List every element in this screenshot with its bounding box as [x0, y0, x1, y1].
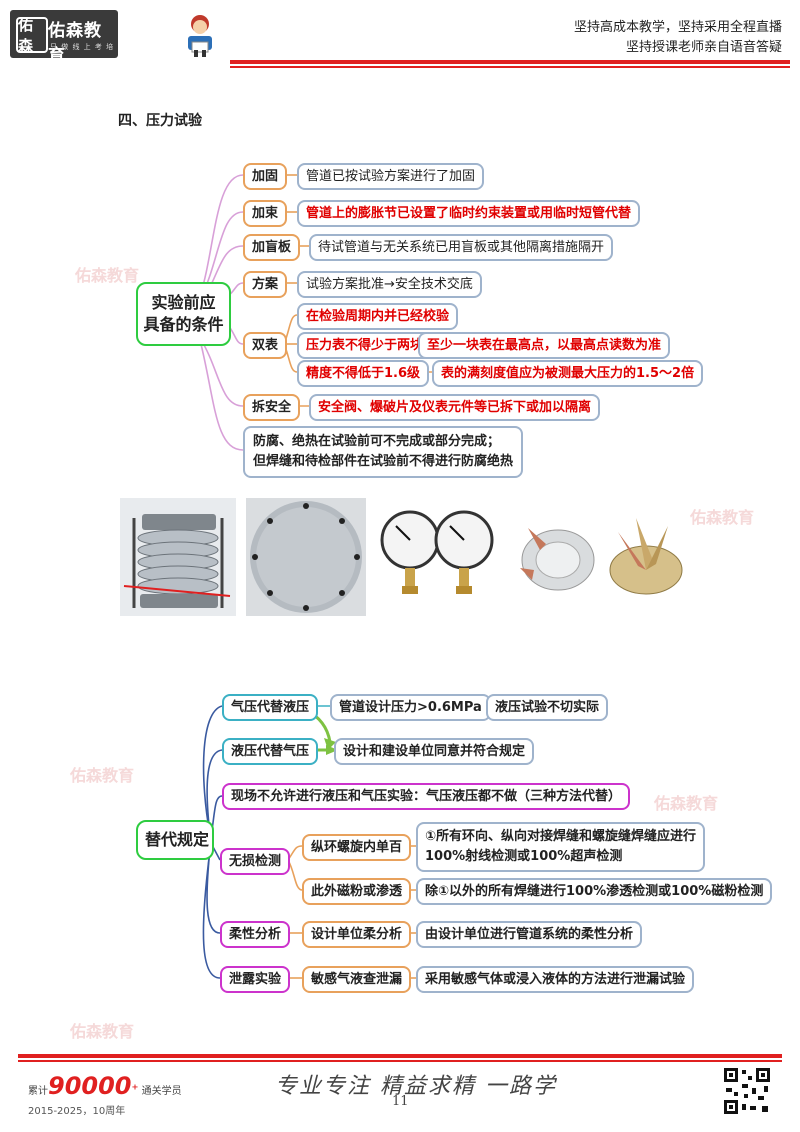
slogan-line-2: 坚持授课老师亲自语音答疑 — [625, 40, 782, 55]
branch-item-detail: ①所有环向、纵向对接焊缝和螺旋缝焊缝应进行 100%射线检测或100%超声检测 — [416, 822, 706, 872]
page-number: 11 — [392, 1094, 409, 1109]
branch-item-detail: 至少一块表在最高点，以最高点读数为准 — [418, 332, 671, 359]
branch-detail: 试验方案批准→安全技术交底 — [297, 271, 482, 298]
branch-shared-condition: 设计和建设单位同意并符合规定 — [334, 738, 535, 765]
logo: 佑森 佑森教育 只 做 线 上 考 培 — [10, 10, 118, 66]
branch-item: 设计单位柔分析 — [302, 921, 412, 948]
branch-detail: 待试管道与无关系统已用盲板或其他隔离措施隔开 — [309, 234, 614, 261]
watermark: 佑森教育 — [690, 508, 755, 527]
learners-number: 90000 — [48, 1072, 132, 1100]
component-photos — [120, 498, 685, 616]
branch-detail: 安全阀、爆破片及仪表元件等已拆下或加以隔离 — [309, 394, 601, 421]
section-title: 四、压力试验 — [118, 113, 202, 129]
branch-label: 双表 — [243, 332, 288, 359]
handwritten-motto: 专业专注 精益求精 一路学 — [275, 1074, 557, 1099]
page-header: 佑森 佑森教育 只 做 线 上 考 培 坚持高成本教学，坚持采用全程直播 坚持授… — [0, 0, 800, 72]
blind-plate-photo — [246, 498, 366, 616]
branch-condition: 管道设计压力>0.6MPa — [330, 694, 491, 721]
branch-label: 方案 — [243, 271, 288, 298]
branch-label: 加盲板 — [243, 234, 301, 261]
rupture-disc-photo — [606, 498, 685, 616]
anniversary-text: 2015-2025，10周年 — [28, 1106, 126, 1117]
logo-subtitle: 只 做 线 上 考 培 — [50, 43, 115, 51]
pressure-gauge-photo — [378, 498, 496, 616]
watermark: 佑森教育 — [654, 794, 719, 813]
mindmap-root-alternatives: 替代规定 — [136, 820, 214, 860]
header-divider — [230, 60, 790, 64]
footer-divider-thin — [18, 1060, 782, 1062]
branch-detail: 管道上的膨胀节已设置了临时约束装置或用临时短管代替 — [297, 200, 641, 227]
branch-item: 在检验周期内并已经校验 — [297, 303, 459, 330]
branch-label: 拆安全 — [243, 394, 301, 421]
branch-label: 气压代替液压 — [222, 694, 319, 721]
logo-seal: 佑森 — [16, 16, 48, 55]
detail-line-2: 但焊缝和待检部件在试验前不得进行防腐绝热 — [253, 454, 514, 469]
branch-item: 压力表不得少于两块 — [297, 332, 433, 359]
watermark: 佑森教育 — [70, 1022, 135, 1041]
root-line-1: 实验前应 — [151, 293, 216, 312]
branch-detail-anticorrosion: 防腐、绝热在试验前可不完成或部分完成； 但焊缝和待检部件在试验前不得进行防腐绝热 — [243, 426, 524, 478]
branch-label: 加固 — [243, 163, 288, 190]
branch-item-detail: 表的满刻度值应为被测最大压力的1.5～2倍 — [432, 360, 704, 387]
branch-detail: 管道已按试验方案进行了加固 — [297, 163, 485, 190]
detail-line-2: 100%射线检测或100%超声检测 — [425, 849, 623, 864]
header-divider-thin — [230, 66, 790, 68]
branch-item: 敏感气液查泄漏 — [302, 966, 412, 993]
branch-label: 加束 — [243, 200, 288, 227]
qr-code-icon — [722, 1066, 772, 1116]
branch-item: 精度不得低于1.6级 — [297, 360, 430, 387]
expansion-joint-photo — [120, 498, 236, 616]
branch-item: 此外磁粉或渗透 — [302, 878, 412, 905]
logo-name: 佑森教育 — [48, 21, 102, 66]
mindmap-root-conditions: 实验前应 具备的条件 — [136, 282, 231, 346]
safety-valve-photo — [510, 498, 600, 616]
branch-onsite-restriction: 现场不允许进行液压和气压实验：气压液压都不做（三种方法代替） — [222, 783, 631, 810]
learners-prefix: 累计 — [28, 1086, 48, 1097]
learners-suffix: 通关学员 — [141, 1086, 182, 1097]
branch-label: 液压代替气压 — [222, 738, 319, 765]
branch-item: 纵环螺旋内单百 — [302, 834, 412, 861]
branch-label: 无损检测 — [220, 848, 291, 875]
detail-line-1: ①所有环向、纵向对接焊缝和螺旋缝焊缝应进行 — [425, 829, 697, 844]
branch-item-detail: 采用敏感气体或浸入液体的方法进行泄漏试验 — [416, 966, 695, 993]
root-line-2: 具备的条件 — [143, 315, 224, 334]
watermark: 佑森教育 — [75, 266, 140, 285]
branch-label: 柔性分析 — [220, 921, 291, 948]
footer-divider — [18, 1054, 782, 1058]
branch-label: 泄露实验 — [220, 966, 291, 993]
branch-item-detail: 除①以外的所有焊缝进行100%渗透检测或100%磁粉检测 — [416, 878, 773, 905]
mascot-icon — [188, 15, 212, 57]
detail-line-1: 防腐、绝热在试验前可不完成或部分完成； — [253, 434, 501, 449]
branch-item-detail: 由设计单位进行管道系统的柔性分析 — [416, 921, 643, 948]
slogan-line-1: 坚持高成本教学，坚持采用全程直播 — [573, 20, 782, 35]
learners-plus: + — [131, 1081, 139, 1092]
watermark: 佑森教育 — [70, 766, 135, 785]
learner-count: 累计90000+ 通关学员 — [28, 1072, 182, 1100]
branch-note: 液压试验不切实际 — [486, 694, 609, 721]
